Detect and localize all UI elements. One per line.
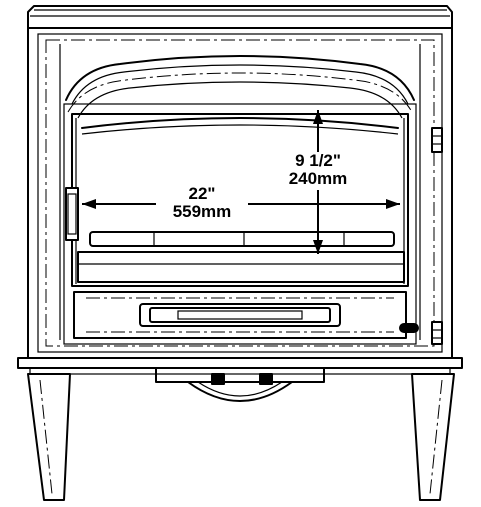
air-control-knob-icon (399, 323, 419, 333)
ash-lip (77, 251, 405, 283)
width-dimension: 22" 559mm (82, 184, 400, 222)
height-dimension: 9 1/2" 240mm (282, 110, 354, 254)
hinge-upper-icon (431, 127, 443, 153)
door-arch (65, 55, 415, 119)
lower-panel (73, 291, 407, 339)
width-metric-label: 559mm (173, 202, 232, 221)
stove-base (17, 357, 463, 402)
height-metric-label: 240mm (289, 169, 348, 188)
width-imperial-label: 22" (189, 184, 216, 203)
height-imperial-label: 9 1/2" (295, 151, 341, 170)
firebox-baffle (81, 117, 399, 135)
stove-legs (27, 373, 455, 501)
door-handle-icon (65, 187, 79, 241)
hinge-lower-icon (431, 321, 443, 345)
grate-bars (89, 231, 395, 247)
top-plate (27, 5, 453, 29)
